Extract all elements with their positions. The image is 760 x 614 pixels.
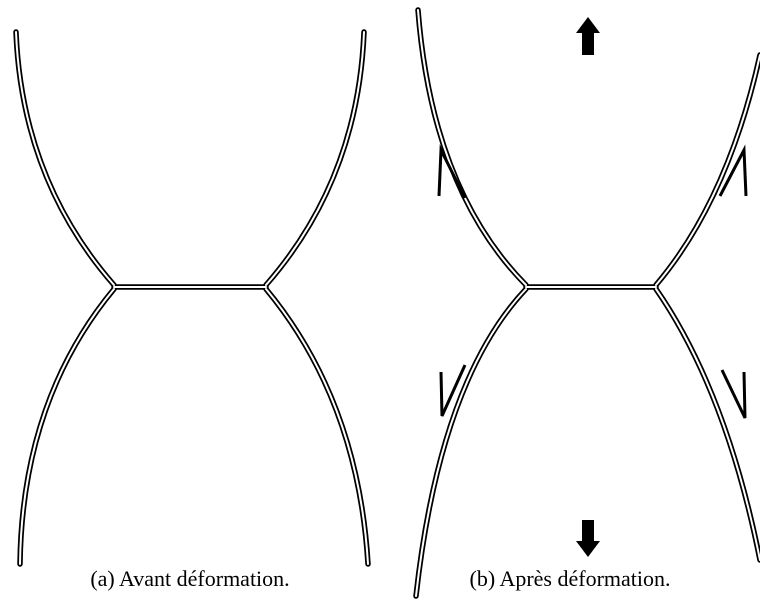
tension-arrows	[576, 17, 600, 557]
arrow-up-icon	[576, 17, 600, 55]
caption-panel-a: (a) Avant déformation.	[90, 566, 290, 591]
panel-a-upper-right-boundary	[263, 29, 367, 288]
slip-arrow-upper-right-icon	[718, 144, 748, 197]
panel-b-diagram	[413, 7, 760, 599]
arrow-down-icon	[576, 520, 600, 557]
panel-a-upper-left-boundary	[13, 29, 117, 288]
panel-a-lower-right-boundary	[263, 286, 371, 567]
panel-b-lower-left-boundary	[413, 286, 529, 599]
slip-arrow-lower-left-icon	[439, 364, 467, 417]
panel-b-upper-left-boundary	[415, 7, 529, 288]
panel-b-lower-right-boundary	[653, 286, 760, 563]
slip-arrow-upper-left-icon	[437, 144, 467, 199]
slip-markers	[437, 144, 748, 419]
slip-arrow-lower-right-icon	[720, 369, 747, 419]
panel-a-diagram	[13, 29, 371, 567]
caption-panel-b: (b) Après déformation.	[469, 566, 671, 591]
panel-a-lower-left-boundary	[17, 286, 117, 567]
